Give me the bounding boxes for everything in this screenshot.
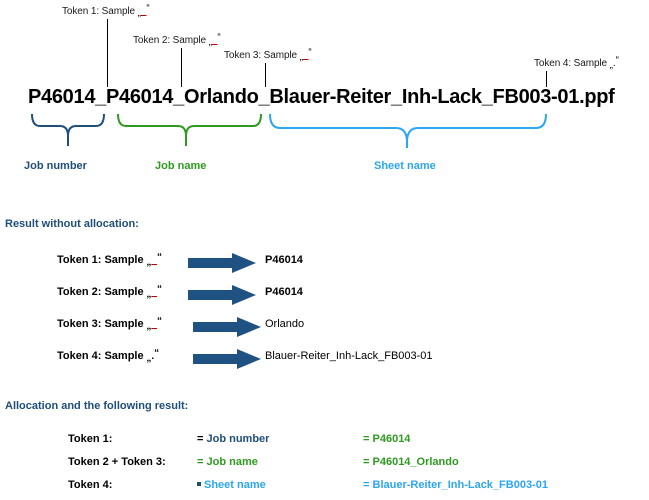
- equals-sign: =: [363, 433, 370, 445]
- sample-char: _: [151, 287, 157, 298]
- brace-job-number: [31, 113, 105, 137]
- brace-label-sheet-name: Sheet name: [374, 160, 436, 172]
- sample-char: _: [151, 255, 157, 266]
- arrow-icon: [188, 285, 256, 305]
- leader-line-token-1: [107, 19, 108, 87]
- allocation-field-label: Job name: [206, 456, 258, 468]
- brace-label-job-number: Job number: [24, 160, 87, 172]
- allocation-value: = P46014: [363, 433, 410, 445]
- brace-label-job-name: Job name: [155, 160, 207, 172]
- sample-char: _: [151, 319, 157, 330]
- callout-label-token-4: Token 4: Sample „.“: [534, 55, 619, 71]
- allocation-field-label: Sheet name: [204, 479, 266, 491]
- token-label: Token 4: Sample „.“: [57, 348, 160, 364]
- arrow-icon: [193, 317, 261, 337]
- result-value: P46014: [265, 254, 303, 266]
- token-text: Token 2: Sample: [57, 286, 144, 298]
- equals-sign: =: [197, 456, 204, 468]
- allocation-field: Sheet name: [197, 479, 266, 491]
- result-without-allocation-section: Result without allocation: Token 1: Samp…: [0, 218, 649, 369]
- callout-label-token-2: Token 2: Sample „_“: [133, 32, 221, 48]
- brace-group: [31, 113, 547, 148]
- allocation-value-label: P46014_Orlando: [372, 456, 459, 468]
- leader-line-token-4: [546, 71, 547, 87]
- arrow-icon: [188, 253, 256, 273]
- leader-line-token-2: [181, 48, 182, 87]
- sample-char-2: _: [211, 35, 218, 46]
- filename-text: P46014_P46014_Orlando_Blauer-Reiter_Inh-…: [28, 86, 615, 109]
- allocation-value: = Blauer-Reiter_Inh-Lack_FB003-01: [363, 479, 548, 491]
- token-text: Token 4: Sample: [57, 350, 144, 362]
- token-text: Token 1: Sample: [57, 254, 144, 266]
- sample-char-4: .: [612, 58, 616, 69]
- token-label: Token 1: Sample „_“: [57, 252, 162, 268]
- sample-char-3: _: [302, 50, 309, 61]
- result-value: Blauer-Reiter_Inh-Lack_FB003-01: [265, 350, 433, 362]
- square-bullet-icon: [197, 482, 201, 486]
- token-text: Token 3: Sample: [57, 318, 144, 330]
- callout-text: Token 3: Sample: [224, 50, 297, 61]
- allocation-field-label: Job number: [206, 433, 270, 445]
- result-value: Orlando: [265, 318, 305, 330]
- allocation-token-label: Token 2 + Token 3:: [68, 456, 166, 468]
- result-value: P46014: [265, 286, 303, 298]
- token-label: Token 3: Sample „_“: [57, 316, 162, 332]
- callout-label-token-1: Token 1: Sample „_“: [62, 3, 150, 19]
- brace-sheet-name: [269, 113, 547, 141]
- allocation-value-label: Blauer-Reiter_Inh-Lack_FB003-01: [372, 479, 548, 491]
- allocation-token-label: Token 4:: [68, 479, 113, 491]
- brace-job-name: [117, 113, 262, 137]
- equals-sign: =: [363, 479, 370, 491]
- filename-breakdown-diagram: Token 1: Sample „_“ Token 2: Sample „_“ …: [0, 0, 649, 190]
- callout-text: Token 4: Sample: [534, 58, 607, 69]
- allocation-section: Allocation and the following result: Tok…: [0, 400, 649, 500]
- allocation-token-label: Token 1:: [68, 433, 113, 445]
- leader-line-token-3: [265, 63, 266, 87]
- token-label: Token 2: Sample „_“: [57, 284, 162, 300]
- arrow-icon: [193, 349, 261, 369]
- allocation-field: = Job number: [197, 433, 269, 445]
- callout-text: Token 1: Sample: [62, 6, 135, 17]
- equals-sign: =: [197, 433, 204, 445]
- equals-sign: =: [363, 456, 370, 468]
- allocation-heading: Allocation and the following result:: [5, 400, 189, 412]
- allocation-value-label: P46014: [372, 433, 411, 445]
- sample-char: .: [151, 351, 155, 362]
- sample-char-1: _: [140, 6, 147, 17]
- callout-text: Token 2: Sample: [133, 35, 206, 46]
- filename-value: P46014_P46014_Orlando_Blauer-Reiter_Inh-…: [28, 86, 615, 108]
- allocation-field: = Job name: [197, 456, 258, 468]
- allocation-value: = P46014_Orlando: [363, 456, 459, 468]
- callout-label-token-3: Token 3: Sample „_“: [224, 47, 312, 63]
- result-without-allocation-heading: Result without allocation:: [5, 218, 139, 230]
